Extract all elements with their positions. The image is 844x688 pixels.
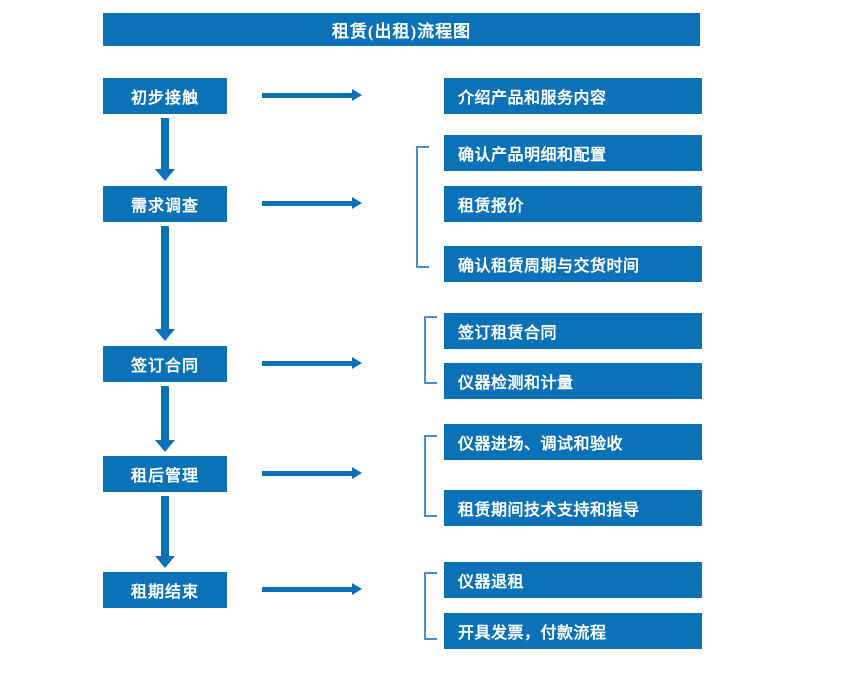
detail-box-invoice-payment[interactable]: 开具发票，付款流程 xyxy=(444,613,702,649)
arrow-head xyxy=(352,357,362,369)
group-bracket xyxy=(424,572,437,640)
arrow-shaft xyxy=(262,361,352,366)
detail-arrow-right xyxy=(262,467,362,479)
detail-arrow-right xyxy=(262,583,362,595)
detail-box-confirm-product-details[interactable]: 确认产品明细和配置 xyxy=(444,135,702,171)
stage-box-sign-contract[interactable]: 签订合同 xyxy=(103,346,227,382)
arrow-shaft xyxy=(262,587,352,592)
stage-box-lease-end[interactable]: 租期结束 xyxy=(103,572,227,608)
arrow-head xyxy=(155,329,175,341)
stage-box-initial-contact[interactable]: 初步接触 xyxy=(103,78,227,114)
detail-arrow-right xyxy=(262,357,362,369)
arrow-shaft xyxy=(161,386,169,440)
arrow-head xyxy=(155,440,175,452)
group-bracket xyxy=(416,146,429,268)
group-bracket xyxy=(424,316,437,384)
flow-arrow-down xyxy=(155,386,175,452)
page-title: 租赁(出租)流程图 xyxy=(103,13,700,46)
flow-arrow-down xyxy=(155,118,175,181)
group-bracket xyxy=(424,435,437,517)
detail-box-confirm-period-delivery[interactable]: 确认租赁周期与交货时间 xyxy=(444,246,702,282)
arrow-head xyxy=(352,467,362,479)
detail-box-introduce-products[interactable]: 介绍产品和服务内容 xyxy=(444,78,702,114)
detail-box-instrument-inspection[interactable]: 仪器检测和计量 xyxy=(444,363,702,399)
flow-arrow-down xyxy=(155,496,175,568)
detail-box-rental-quotation[interactable]: 租赁报价 xyxy=(444,186,702,222)
detail-box-sign-lease-agreement[interactable]: 签订租赁合同 xyxy=(444,313,702,349)
arrow-shaft xyxy=(161,496,169,556)
stage-box-post-lease-management[interactable]: 租后管理 xyxy=(103,456,227,492)
arrow-shaft xyxy=(262,201,352,206)
arrow-head xyxy=(352,197,362,209)
detail-box-instrument-return[interactable]: 仪器退租 xyxy=(444,562,702,598)
detail-box-technical-support[interactable]: 租赁期间技术支持和指导 xyxy=(444,490,702,526)
arrow-head xyxy=(352,583,362,595)
arrow-head xyxy=(155,556,175,568)
stage-box-demand-survey[interactable]: 需求调查 xyxy=(103,186,227,222)
arrow-shaft xyxy=(161,226,169,329)
arrow-head xyxy=(352,89,362,101)
detail-arrow-right xyxy=(262,89,362,101)
arrow-head xyxy=(155,169,175,181)
arrow-shaft xyxy=(262,471,352,476)
detail-box-instrument-installation[interactable]: 仪器进场、调试和验收 xyxy=(444,424,702,460)
detail-arrow-right xyxy=(262,197,362,209)
flow-arrow-down xyxy=(155,226,175,341)
arrow-shaft xyxy=(161,118,169,169)
arrow-shaft xyxy=(262,93,352,98)
